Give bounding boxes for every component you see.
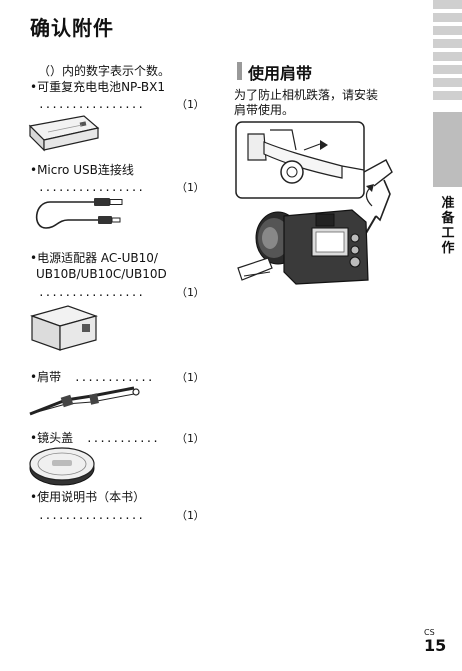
stripe — [433, 78, 462, 87]
item-strap-name: •肩带 — [30, 370, 62, 384]
stripe — [433, 0, 462, 9]
item-manual-qty: （1） — [176, 509, 205, 522]
item-battery-name: •可重复充电电池NP-BX1 — [30, 80, 166, 94]
page-title: 确认附件 — [30, 16, 114, 40]
side-tab-stripes — [433, 0, 462, 104]
item-lens-cap-qty: （1） — [176, 432, 205, 445]
item-strap-dots: ............ — [74, 371, 154, 384]
stripe — [433, 13, 462, 22]
item-ac-adapter-qty: （1） — [176, 286, 205, 299]
stripe — [433, 26, 462, 35]
item-ac-adapter-models: UB10B/UB10C/UB10D — [36, 267, 167, 281]
stripe — [433, 91, 462, 100]
battery-icon — [28, 115, 100, 152]
section-title: 使用肩带 — [248, 64, 313, 83]
side-tab-label: 准备工作 — [441, 196, 455, 256]
item-lens-cap-name: •镜头盖 — [30, 431, 74, 445]
side-tab-block — [433, 112, 462, 187]
item-usb-cable-dots: ................ — [38, 181, 144, 194]
item-battery-dots: ................ — [38, 98, 144, 111]
item-lens-cap-dots: ........... — [86, 432, 159, 445]
item-ac-adapter-name: •电源适配器 AC-UB10/ — [30, 251, 158, 265]
page-number: 15 — [424, 636, 447, 655]
section-body-line1: 为了防止相机跌落，请安装 — [234, 88, 379, 102]
item-ac-adapter-dots: ................ — [38, 286, 144, 299]
stripe — [433, 39, 462, 48]
section-body-line2: 肩带使用。 — [234, 103, 295, 117]
item-usb-cable-qty: （1） — [176, 181, 205, 194]
strap-attach-illustration — [235, 121, 393, 199]
stripe — [433, 52, 462, 61]
stripe — [433, 65, 462, 74]
camera-illustration — [237, 179, 391, 285]
usb-cable-icon — [35, 198, 123, 229]
item-manual-name: •使用说明书（本书） — [30, 490, 146, 504]
item-battery-qty: （1） — [176, 98, 205, 111]
item-manual-dots: ................ — [38, 509, 144, 522]
item-usb-cable-name: •Micro USB连接线 — [30, 163, 134, 177]
lens-cap-icon — [29, 447, 95, 486]
item-strap-qty: （1） — [176, 371, 205, 384]
shoulder-strap-icon — [29, 386, 140, 416]
section-marker — [237, 62, 242, 80]
ac-adapter-icon — [30, 305, 98, 351]
accessory-note: （）内的数字表示个数。 — [38, 64, 171, 78]
page-number-superscript: CS — [424, 628, 435, 637]
